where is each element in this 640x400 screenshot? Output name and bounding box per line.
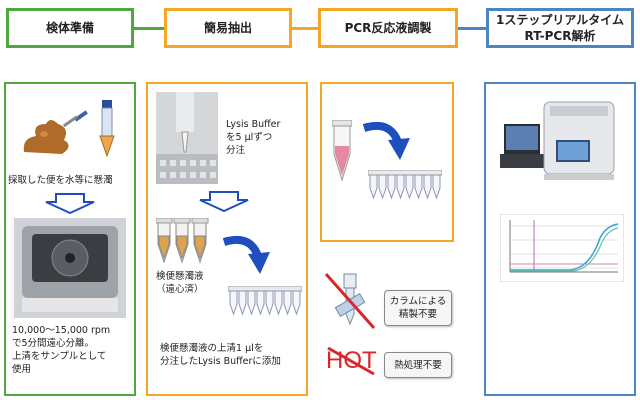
panel-rtpcr (484, 82, 636, 396)
down-arrow-icon (45, 193, 95, 214)
step-title-line1: 1ステップリアルタイム (496, 13, 624, 27)
centrifuge-photo (14, 218, 126, 318)
no-column-badge: カラムによる 精製不要 (384, 290, 452, 326)
step-header-extraction: 簡易抽出 (164, 8, 292, 48)
connector-blue (458, 27, 486, 30)
sample-caption-top: 採取した便を水等に懸濁 (8, 175, 113, 186)
panel-sample-prep (4, 82, 136, 396)
connector-green (134, 27, 164, 30)
no-heat-badge: 熱処理不要 (384, 352, 452, 378)
extraction-caption-bottom: 検便懸濁液の上清1 µlを 分注したLysis Bufferに添加 (160, 343, 281, 367)
step-title: PCR反応液調製 (344, 21, 432, 35)
panel-pcr-prep (320, 82, 454, 242)
pcr-instrument-photo (500, 92, 624, 192)
down-arrow-icon (199, 191, 249, 212)
connector-orange (292, 27, 318, 30)
pipetting-photo (156, 92, 218, 184)
lysis-buffer-caption: Lysis Buffer を5 µlずつ 分注 (226, 119, 281, 156)
pink-tube-icon (332, 120, 352, 182)
step-title: 検体準備 (45, 21, 94, 35)
strip-tubes-icon (228, 286, 302, 316)
curved-arrow-icon (222, 235, 270, 274)
stool-sample-illustration (14, 94, 128, 166)
step-title: 簡易抽出 (203, 21, 252, 35)
amplification-curve-image (500, 214, 624, 282)
hot-crossed-icon: HOT (324, 346, 378, 376)
panel-extraction (146, 82, 308, 396)
suspension-tubes-icon (156, 218, 209, 264)
step-title-line2: RT-PCR解析 (524, 29, 596, 43)
strip-tubes-icon (368, 170, 442, 200)
sample-caption-bottom: 10,000～15,000 rpm で5分間遠心分離。 上清をサンプルとして 使… (12, 325, 111, 375)
step-header-sample-prep: 検体準備 (6, 8, 134, 48)
suspension-caption: 検便懸濁液 （遠心済） (156, 271, 204, 295)
curved-arrow-icon (362, 121, 410, 160)
column-crossed-icon (324, 273, 376, 329)
step-header-pcr-prep: PCR反応液調製 (318, 8, 458, 48)
step-header-rtpcr: 1ステップリアルタイム RT-PCR解析 (486, 8, 634, 48)
